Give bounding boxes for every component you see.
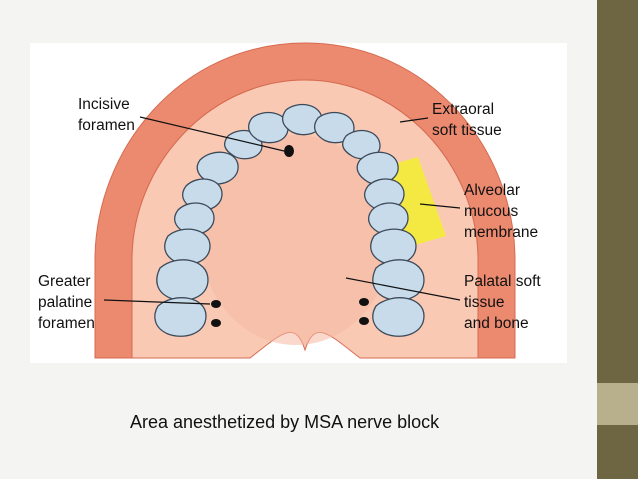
tooth [181, 178, 223, 211]
teeth-left [154, 151, 239, 337]
label-palatal-soft-tissue: Palatal soft tissue and bone [464, 273, 545, 332]
tooth [370, 228, 417, 265]
label-incisive-foramen: Incisive foramen [78, 96, 135, 134]
palate-center [201, 135, 391, 345]
maxillary-arch-diagram: Incisive foramen Extraoral soft tissue A… [30, 42, 567, 363]
teeth-right [356, 151, 425, 337]
greater-palatine-foramen-left [211, 300, 221, 308]
sidebar-accent-tab [597, 383, 638, 425]
incisive-foramen-dot [284, 145, 294, 157]
tooth [372, 259, 425, 301]
greater-palatine-foramen-left-2 [211, 319, 221, 327]
foramina [211, 145, 369, 327]
tooth [247, 111, 289, 144]
tooth [196, 151, 239, 185]
tooth [281, 103, 323, 136]
label-extraoral-soft-tissue: Extraoral soft tissue [432, 101, 502, 139]
greater-palatine-foramen-right [359, 298, 369, 306]
tooth [372, 297, 425, 337]
leader-lines [103, 116, 461, 305]
label-greater-palatine-foramen: Greater palatine foramen [38, 273, 97, 332]
tooth [154, 297, 207, 337]
greater-palatine-foramen-right-2 [359, 317, 369, 325]
label-alveolar-mucous-membrane: Alveolar mucous membrane [464, 182, 538, 241]
tooth [173, 202, 215, 235]
teeth-front [223, 103, 381, 160]
tooth [164, 228, 211, 265]
tooth [156, 259, 209, 301]
slide-caption: Area anesthetized by MSA nerve block [130, 412, 440, 432]
